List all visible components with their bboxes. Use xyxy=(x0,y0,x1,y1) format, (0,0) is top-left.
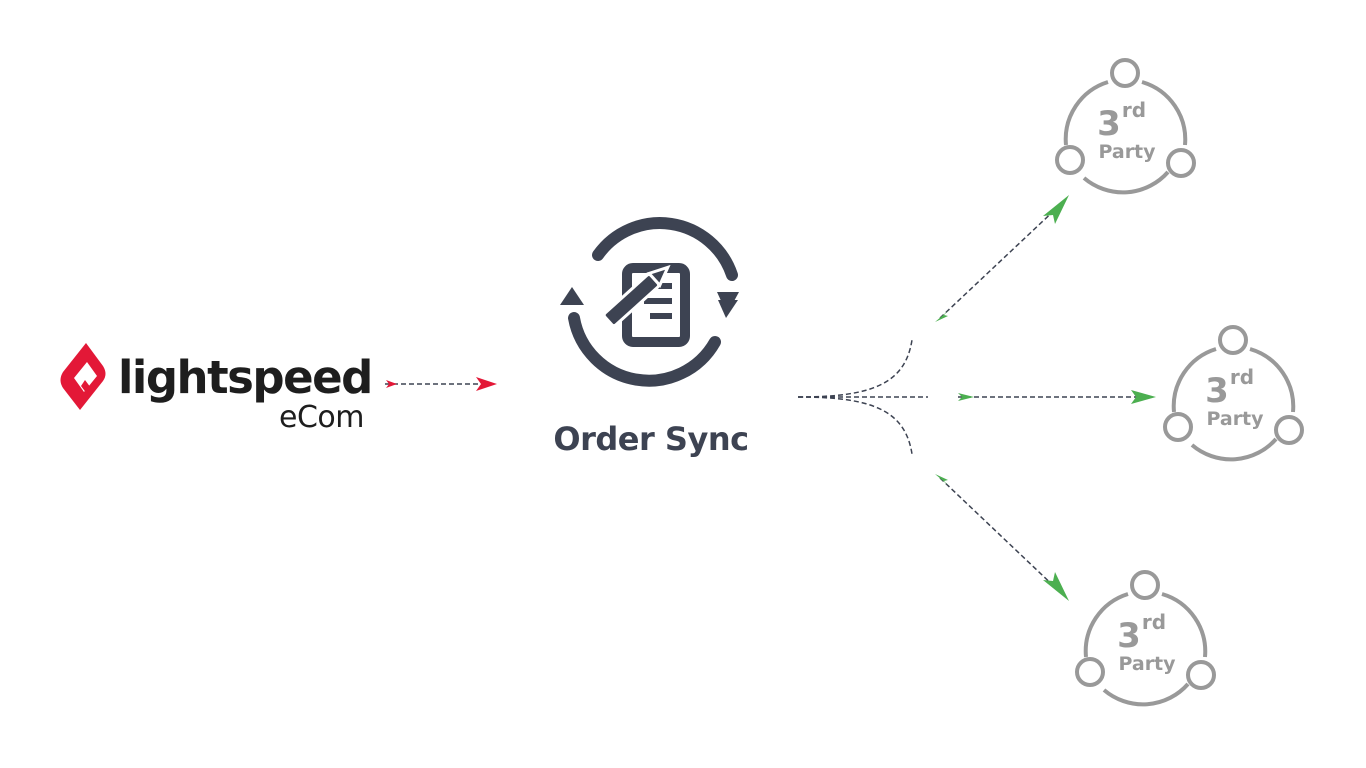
connector-top xyxy=(939,204,1061,319)
branch-connectors xyxy=(797,195,1156,601)
party-number: 3 xyxy=(1117,616,1141,656)
arrow-large-green-bottom xyxy=(1043,572,1069,601)
third-party-node-bottom: 3 rd Party xyxy=(1075,570,1216,707)
brand-sub: eCom xyxy=(279,400,364,435)
third-party-node-middle: 3 rd Party xyxy=(1163,325,1304,462)
arrow-small-green-bottom xyxy=(935,474,949,486)
party-label: Party xyxy=(1118,653,1176,675)
party-suffix: rd xyxy=(1142,610,1166,634)
network-ring-icon xyxy=(1075,570,1216,707)
brand-name: lightspeed xyxy=(118,351,372,404)
arrow-small-red xyxy=(386,380,397,388)
party-number: 3 xyxy=(1097,104,1121,144)
party-number: 3 xyxy=(1205,371,1229,411)
party-suffix: rd xyxy=(1122,98,1146,122)
document-sync-icon xyxy=(560,217,739,387)
network-ring-icon xyxy=(1055,58,1196,195)
party-label: Party xyxy=(1206,408,1264,430)
source-connector xyxy=(385,377,497,391)
connector-bottom xyxy=(939,477,1061,593)
arrow-large-red xyxy=(476,377,497,391)
order-sync-label: Order Sync xyxy=(553,420,748,458)
party-suffix: rd xyxy=(1230,365,1254,389)
arrow-small-green-middle xyxy=(958,393,974,401)
flame-icon xyxy=(60,343,106,410)
lightspeed-logo: lightspeed eCom xyxy=(60,343,373,435)
network-ring-icon xyxy=(1163,325,1304,462)
arrow-large-green-middle xyxy=(1131,390,1156,404)
third-party-node-top: 3 rd Party xyxy=(1055,58,1196,195)
arrow-large-green-top xyxy=(1043,195,1069,224)
party-label: Party xyxy=(1098,141,1156,163)
arrow-small-green-top xyxy=(935,310,949,322)
